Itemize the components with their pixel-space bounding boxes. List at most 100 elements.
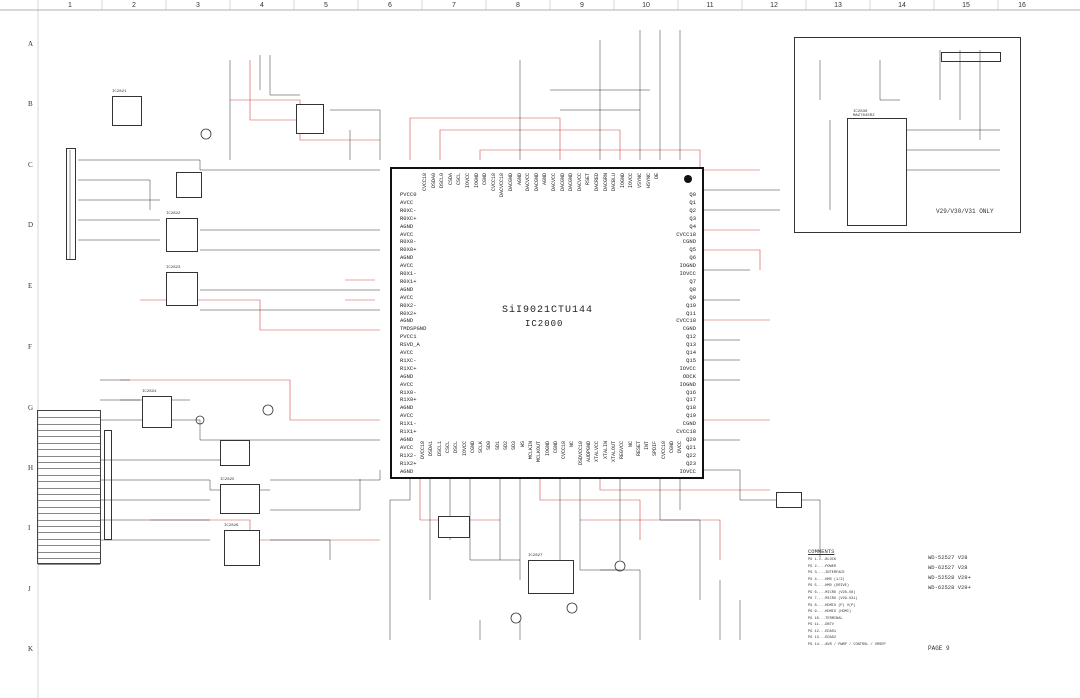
- ic-pin-label: R0X2-: [400, 301, 417, 309]
- ic-chip: [224, 530, 260, 566]
- ic-pin-label: R1X2-: [400, 451, 417, 459]
- connector-pin-table: [37, 410, 101, 566]
- column-label: 14: [898, 2, 906, 9]
- ic-pin-label: XTALVCC: [594, 441, 601, 463]
- ic2830-chip: [847, 118, 907, 226]
- column-label: 6: [388, 2, 392, 9]
- model-number: WD-52527 V28: [928, 554, 968, 561]
- pin-table-row: [38, 411, 100, 419]
- ic-pin-label: RESET: [635, 441, 642, 457]
- ic-pin-label: AGND: [400, 467, 414, 475]
- ic-pin-label: PVCC1: [400, 333, 417, 341]
- row-label: C: [28, 161, 33, 169]
- ic-pin-label: SD3: [511, 441, 518, 451]
- ic-pin-label: DSDA1: [428, 441, 435, 457]
- column-label: 9: [580, 2, 584, 9]
- ic-pin-label: AVCC: [400, 349, 414, 356]
- row-label: A: [28, 40, 34, 48]
- row-label: J: [28, 585, 31, 593]
- ic-pin-label: Q3: [689, 214, 696, 222]
- ic-pin-label: CVCC18: [561, 441, 568, 460]
- main-ic-reference: IC2000: [525, 319, 564, 329]
- pin-table-row: [38, 443, 100, 451]
- column-label: 3: [196, 2, 200, 9]
- column-label: 1: [68, 2, 72, 9]
- row-label: G: [28, 404, 34, 412]
- ic-pin-label: Q16: [686, 388, 696, 396]
- ic-pin-label: AGND: [400, 404, 414, 412]
- ic-pin-label: Q2: [689, 206, 696, 214]
- ic-pin-label: TMDSPGND: [400, 325, 427, 333]
- pin-table-row: [38, 501, 100, 508]
- comment-line: PG 2....POWER: [808, 564, 837, 569]
- ic-reference: IC2823: [166, 266, 181, 270]
- ic-pin-label: SD0: [486, 441, 493, 451]
- ic-chip: [142, 396, 172, 428]
- ic-pin-label: RSET: [585, 173, 592, 186]
- ic-pin-label: AGND: [400, 222, 414, 230]
- ic-pin-label: CSDA: [447, 173, 454, 186]
- pin1-marker: [684, 175, 692, 183]
- ic-pin-label: R1XC-: [400, 356, 417, 364]
- model-number: WD-62527 V28: [928, 564, 968, 571]
- ic-chip: [166, 218, 198, 252]
- ic-pin-label: RSVD_A: [400, 341, 420, 349]
- ic-pin-label: Q12: [686, 333, 696, 341]
- column-label: 8: [516, 2, 520, 9]
- comments-block: COMMENTS PG 1....BLOCK PG 2....POWER PG 3.…: [808, 548, 1030, 660]
- ic-pin-label: SD1: [494, 441, 501, 451]
- ic-pin-label: IOVCC: [679, 270, 696, 277]
- ic-pin-label: AVCC: [400, 198, 414, 206]
- region-label: V29/V30/V31 ONLY: [936, 208, 994, 215]
- ic-pin-label: CSCL: [444, 441, 451, 454]
- ic-pin-label: IOVCC: [628, 173, 635, 189]
- pin-table-row: [38, 481, 100, 489]
- ic-pin-label: SPDIF: [652, 441, 659, 457]
- row-label: I: [28, 524, 31, 532]
- ic-chip: [112, 96, 142, 126]
- comment-line: PG 4....HMD (1/2): [808, 577, 845, 582]
- column-label: 11: [706, 2, 714, 9]
- pin-table-row: [38, 513, 100, 521]
- ic-reference: IC2821: [112, 90, 127, 94]
- row-label: E: [28, 282, 33, 290]
- row-label: K: [28, 645, 34, 653]
- comment-line: PG 14...AVR / PWRP / CONTROL / VRSEP: [808, 642, 886, 647]
- page-number: PAGE 9: [928, 645, 950, 652]
- ic-pin-label: Q19: [686, 412, 696, 420]
- ic-pin-label: AGND: [400, 285, 414, 293]
- ic-pin-label: DE: [654, 173, 661, 180]
- ic-pin-label: DVCC: [677, 441, 684, 454]
- ic-pin-label: Q6: [689, 254, 696, 262]
- ic-pin-label: Q18: [686, 404, 696, 412]
- comment-line: PG 1....BLOCK: [808, 558, 837, 562]
- column-label: 5: [324, 2, 328, 9]
- comment-line: PG 3....INTERFACE: [808, 571, 845, 575]
- ic-pin-label: AGND: [400, 372, 414, 380]
- ic-pin-label: AGND: [400, 435, 414, 443]
- ic-pin-label: AVCC: [400, 380, 414, 388]
- ic-reference: IC2827: [528, 554, 543, 558]
- ic-pin-label: Q4: [689, 222, 696, 230]
- model-number: WD-52528 V29+: [928, 574, 971, 581]
- pin-table-row: [38, 430, 100, 438]
- pin-table-row: [38, 545, 100, 553]
- comments-title: COMMENTS: [808, 548, 835, 555]
- comment-line: PG 12...EDAS1: [808, 629, 837, 634]
- ic-pin-label: MCLKOUT: [536, 441, 543, 463]
- column-label: 15: [962, 2, 970, 9]
- ic-pin-label: Q13: [686, 341, 696, 349]
- ic-pin-label: AVCC: [400, 262, 414, 270]
- connector: [104, 430, 112, 540]
- main-ic-part-number: SiI9021CTU144: [502, 305, 594, 316]
- ic-pin-label: DSCL0: [439, 173, 446, 189]
- ic-pin-label: R0X1-: [400, 270, 417, 277]
- ic-pin-label: R0XC-: [400, 206, 417, 214]
- ic-reference: IC2826: [224, 524, 239, 528]
- ic2830-part: MAZ7045RZ: [853, 114, 875, 118]
- ic-pin-label: DSDVCC18: [577, 441, 584, 466]
- ic-pin-label: R1X1-: [400, 420, 417, 428]
- pin-table-row: [38, 539, 100, 547]
- comment-line: PG 13...EDAS2: [808, 636, 837, 640]
